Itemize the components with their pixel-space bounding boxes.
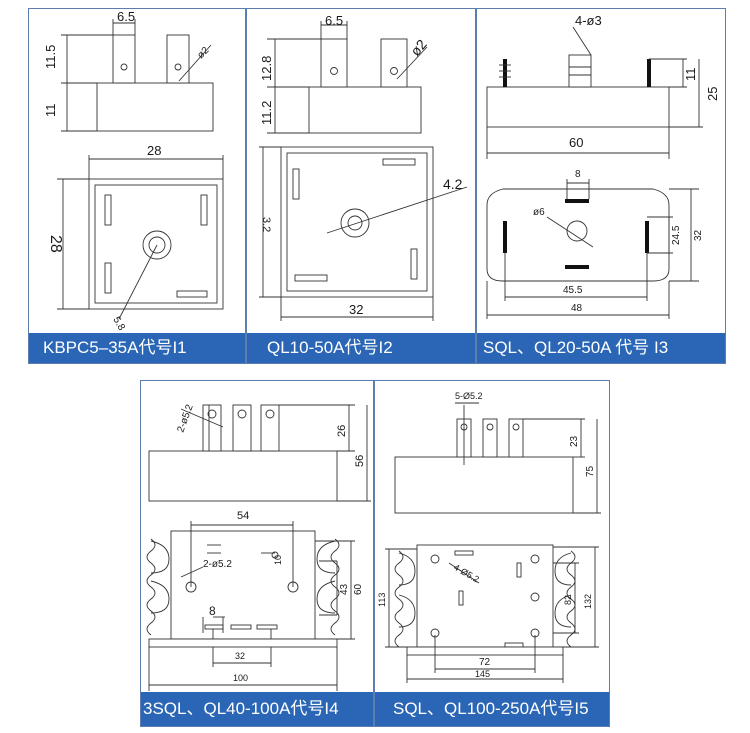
kbpc-dim-28-side: 28 — [47, 235, 64, 253]
ql100-dim-5-phi5.2: 5-Ø5.2 — [455, 391, 483, 401]
caption-i3: SQL、QL20-50A 代号 I3 — [483, 338, 669, 357]
caption-bar-i3: SQL、QL20-50A 代号 I3 — [477, 333, 725, 363]
ql40-dim-56: 56 — [354, 455, 366, 467]
caption-i1: KBPC5–35A代号I1 — [43, 338, 187, 357]
ql100-drawing: 5-Ø5.2 23 75 4-Ø5.2 113 82 132 72 145 — [377, 391, 601, 683]
caption-bar-i5: SQL、QL100-250A代号I5 — [375, 692, 609, 726]
ql100-dim-23: 23 — [569, 435, 580, 447]
ql10-side-body — [308, 86, 422, 134]
ql20-dim-4-phi3: 4-ø3 — [575, 13, 602, 28]
kbpc-dim-11: 11 — [43, 104, 58, 118]
ql40-side-body — [148, 450, 338, 502]
ql100-top-body — [416, 544, 554, 648]
panel-ql10: 6.5 ø2 12.8 11.2 4.2 3.2 32 QL10-50A代号I2 — [246, 8, 476, 364]
ql20-dim-45.5: 45.5 — [563, 285, 583, 296]
ql100-dim-145: 145 — [475, 669, 490, 679]
caption-bar-i2: QL10-50A代号I2 — [247, 333, 475, 363]
ql40-dim-2-phi5.2-a: 2-ø5.2 — [175, 403, 195, 434]
ql40-terminal-3 — [260, 404, 280, 452]
ql20-dim-24.5: 24.5 — [671, 225, 682, 245]
panel-ql40: 2-ø5.2 26 56 54 2-ø5.2 10 43 60 8 32 100… — [140, 380, 374, 727]
ql100-side-body — [394, 456, 574, 514]
kbpc-dim-5.8: 5.8 — [110, 315, 127, 333]
caption-bar-i4: 3SQL、QL40-100A代号I4 — [141, 692, 373, 726]
ql10-dim-6.5: 6.5 — [325, 13, 343, 28]
ql40-terminal-1 — [202, 404, 222, 452]
ql40-terminal-2 — [232, 404, 252, 452]
ql10-dim-32: 32 — [349, 302, 363, 317]
panel-kbpc: 6.5 11.5 11 ø2 28 28 5.8 KBPC5–35A代号I1 — [28, 8, 246, 364]
ql100-dim-132: 132 — [583, 594, 593, 609]
ql40-dim-26: 26 — [336, 425, 348, 437]
ql40-dim-43: 43 — [339, 583, 350, 595]
ql20-dim-48: 48 — [571, 303, 583, 314]
ql40-dim-2-phi5.2-b: 2-ø5.2 — [203, 559, 232, 570]
ql100-dim-75: 75 — [585, 465, 596, 477]
ql10-dim-4.2: 4.2 — [443, 176, 463, 192]
kbpc-dim-6.5: 6.5 — [117, 9, 135, 24]
kbpc-terminal-left — [112, 34, 136, 84]
ql10-dim-12.8: 12.8 — [259, 56, 274, 81]
ql20-dim-32: 32 — [693, 229, 704, 241]
ql20-dim-11: 11 — [683, 68, 698, 82]
ql40-dim-8: 8 — [209, 604, 216, 618]
ql100-dim-72: 72 — [479, 657, 491, 668]
ql100-dim-82: 82 — [563, 595, 573, 605]
ql10-top-body — [280, 146, 434, 298]
ql10-dim-phi2: ø2 — [407, 36, 430, 59]
kbpc-drawing: 6.5 11.5 11 ø2 28 28 5.8 — [43, 9, 224, 333]
ql100-terminal-2 — [482, 418, 498, 458]
ql20-center-terminal — [568, 54, 592, 88]
ql10-dim-11.2: 11.2 — [259, 101, 274, 125]
ql20-dim-8: 8 — [575, 169, 581, 180]
ql40-dim-10: 10 — [273, 555, 283, 565]
kbpc-side-body — [96, 82, 214, 132]
kbpc-top-body — [88, 178, 224, 310]
ql20-side-body — [486, 86, 670, 128]
ql40-dim-32: 32 — [235, 651, 245, 661]
panel-ql100: 5-Ø5.2 23 75 4-Ø5.2 113 82 132 72 145 SQ… — [374, 380, 610, 727]
ql20-dim-phi6: ø6 — [533, 207, 545, 218]
ql10-dim-3.2: 3.2 — [260, 217, 272, 232]
caption-i2: QL10-50A代号I2 — [267, 338, 393, 357]
ql40-dim-60: 60 — [353, 583, 364, 595]
caption-bar-i1: KBPC5–35A代号I1 — [29, 333, 245, 363]
ql40-dim-100: 100 — [233, 673, 248, 683]
caption-i4: 3SQL、QL40-100A代号I4 — [143, 699, 339, 718]
ql40-dim-54: 54 — [237, 510, 249, 522]
ql100-terminal-3 — [508, 418, 524, 458]
ql20-dim-25: 25 — [705, 87, 720, 101]
ql10-drawing: 6.5 ø2 12.8 11.2 4.2 3.2 32 — [259, 13, 468, 321]
ql20-top-body — [486, 188, 670, 282]
panel-ql20: 4-ø3 11 25 60 8 ø6 24.5 32 45.5 48 SQL、Q… — [476, 8, 726, 364]
ql10-terminal-right — [380, 38, 408, 88]
ql40-drawing: 2-ø5.2 26 56 54 2-ø5.2 10 43 60 8 32 100 — [146, 403, 371, 691]
ql10-terminal-left — [320, 38, 348, 88]
kbpc-dim-28-top: 28 — [147, 143, 161, 158]
kbpc-terminal-right — [166, 34, 190, 84]
caption-i5: SQL、QL100-250A代号I5 — [393, 699, 589, 718]
ql20-dim-60: 60 — [569, 135, 583, 150]
kbpc-dim-11.5: 11.5 — [43, 45, 58, 69]
ql40-top-body — [170, 530, 316, 640]
ql20-drawing: 4-ø3 11 25 60 8 ø6 24.5 32 45.5 48 — [486, 13, 720, 319]
ql100-dim-113: 113 — [377, 593, 387, 607]
